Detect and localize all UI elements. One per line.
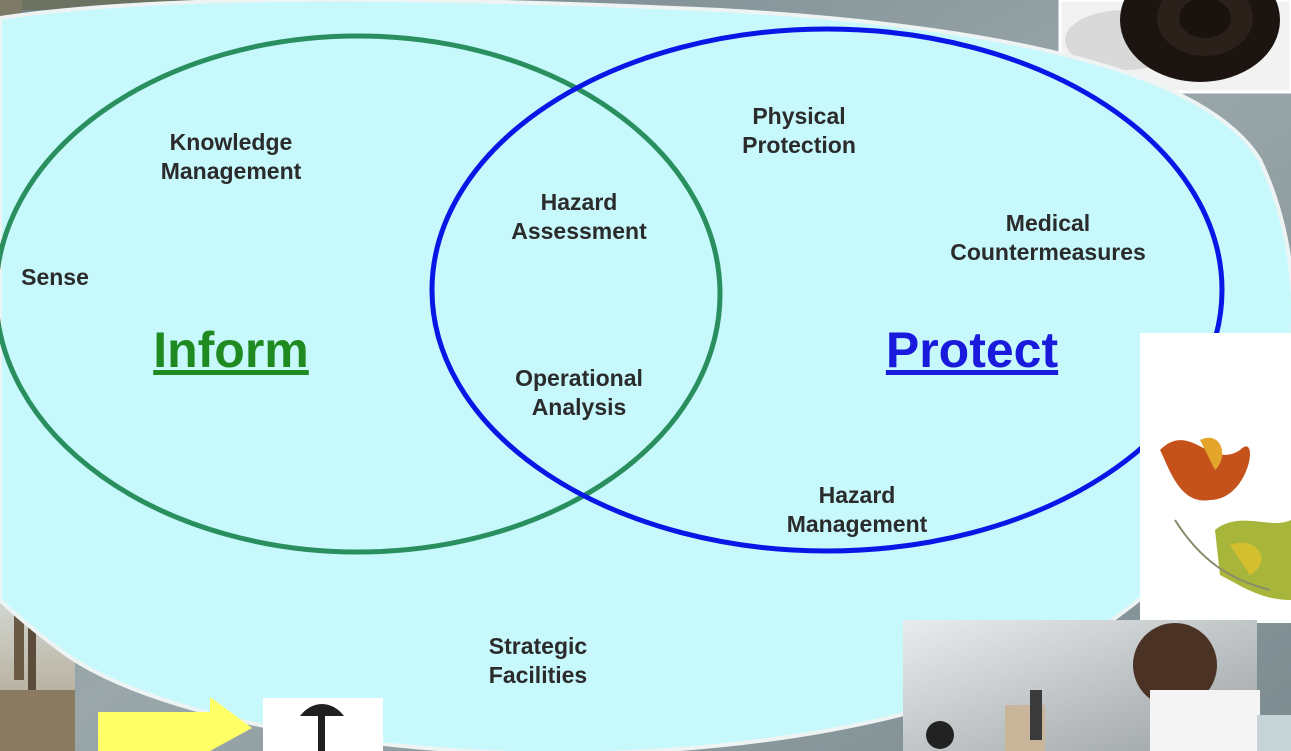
inform-title: Inform (153, 322, 309, 378)
label-medical-countermeasures: Medical Countermeasures (950, 210, 1146, 265)
label-sense: Sense (21, 264, 89, 290)
label-hazard-assessment: Hazard Assessment (511, 189, 647, 244)
label-physical-protection: Physical Protection (742, 103, 856, 158)
label-hazard-management: Hazard Management (786, 482, 928, 537)
protect-title: Protect (885, 322, 1059, 378)
photo-device (1058, 0, 1291, 94)
photo-sensor (263, 698, 383, 751)
label-knowledge-management: Knowledge Management (160, 129, 302, 184)
protect-circle (429, 26, 1225, 554)
photo-lab (903, 620, 1291, 751)
label-operational-analysis: Operational Analysis (515, 365, 643, 420)
photo-protein (1140, 333, 1291, 623)
inform-circle (0, 33, 723, 555)
label-strategic-facilities: Strategic Facilities (488, 633, 588, 688)
yellow-arrow (98, 697, 252, 751)
